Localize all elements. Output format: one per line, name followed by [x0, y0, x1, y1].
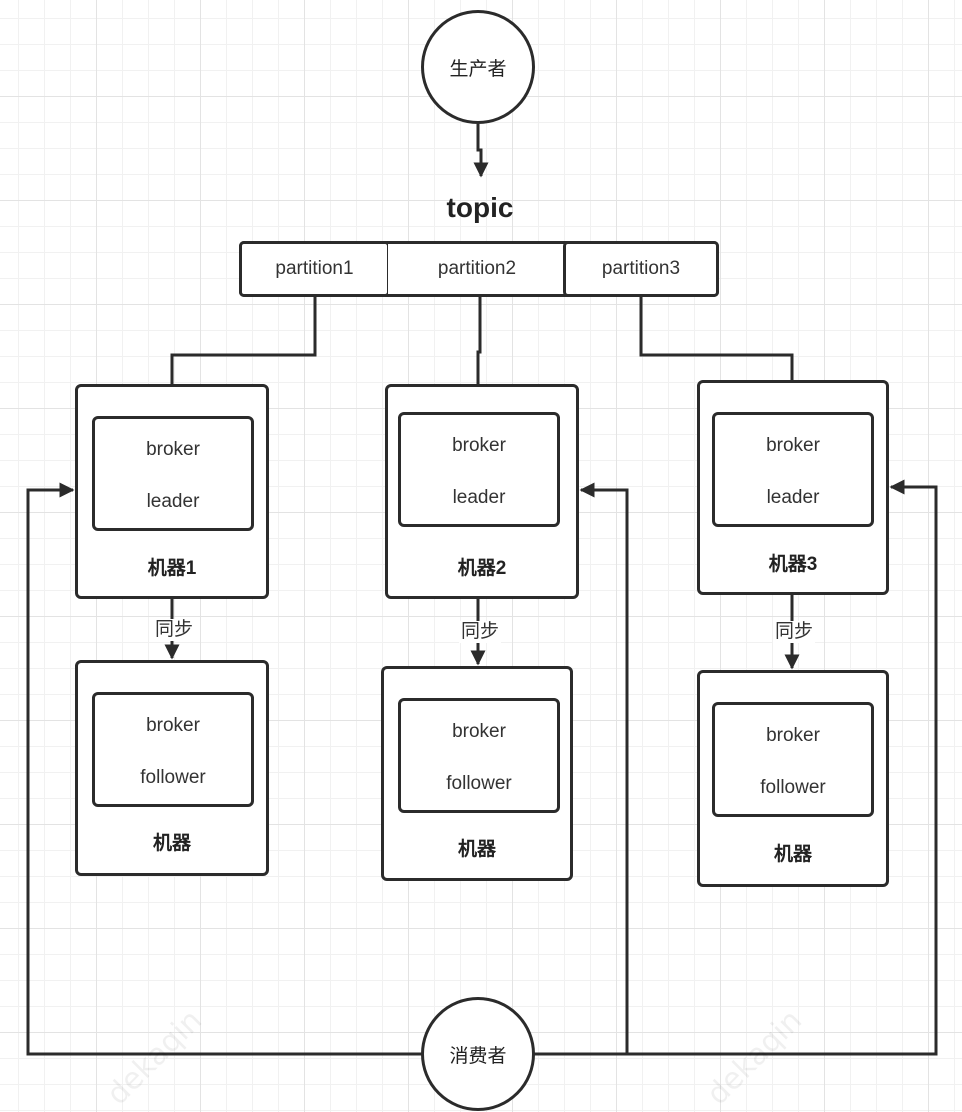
partition2-to-machine2-arrow	[470, 296, 486, 412]
role-text: leader	[146, 491, 200, 512]
topic-title: topic	[446, 192, 514, 223]
broker-text: broker	[766, 435, 820, 456]
broker-follower-1: broker follower	[92, 692, 254, 807]
role-text: follower	[760, 777, 826, 798]
role-text: follower	[140, 767, 206, 788]
machine-3-follower: broker follower 机器	[697, 670, 889, 887]
sync-label-3: 同步	[773, 621, 816, 643]
machine-2-follower: broker follower 机器	[381, 666, 573, 881]
broker-leader-1: broker leader	[92, 416, 254, 531]
producer-to-topic-arrow	[473, 124, 489, 178]
sync-label-2: 同步	[459, 621, 502, 643]
machine-label: 机器	[457, 839, 496, 860]
consumer-node: 消费者	[421, 997, 535, 1111]
consumer-to-machine1-arrow	[26, 482, 422, 1056]
broker-text: broker	[452, 435, 506, 456]
machine-label: 机器	[773, 844, 812, 865]
partition-2-label: partition2	[437, 258, 517, 279]
partition-3: partition3	[563, 241, 719, 297]
partition-1: partition1	[239, 241, 390, 297]
broker-text: broker	[146, 439, 200, 460]
broker-text: broker	[766, 725, 820, 746]
partition-3-label: partition3	[601, 258, 681, 279]
broker-text: broker	[146, 715, 200, 736]
machine-label: 机器	[152, 833, 191, 854]
role-text: leader	[452, 487, 506, 508]
machine-label: 机器3	[768, 554, 818, 575]
broker-follower-2: broker follower	[398, 698, 560, 813]
role-text: leader	[766, 487, 820, 508]
machine-1-leader: broker leader 机器1	[75, 384, 269, 599]
producer-node: 生产者	[421, 10, 535, 124]
partition-1-label: partition1	[275, 258, 354, 279]
machine-3-leader: broker leader 机器3	[697, 380, 889, 595]
consumer-label: 消费者	[449, 1045, 507, 1067]
partition-2: partition2	[388, 241, 566, 297]
consumer-to-machine3-arrow	[534, 479, 938, 1056]
machine-1-follower: broker follower 机器	[75, 660, 269, 876]
broker-leader-3: broker leader	[712, 412, 874, 527]
partition1-to-machine1-arrow	[164, 296, 317, 414]
machine-label: 机器1	[147, 558, 197, 579]
sync-label-1: 同步	[153, 619, 196, 641]
broker-leader-2: broker leader	[398, 412, 560, 527]
broker-text: broker	[452, 721, 506, 742]
role-text: follower	[446, 773, 512, 794]
broker-follower-3: broker follower	[712, 702, 874, 817]
machine-label: 机器2	[457, 558, 507, 579]
machine-2-leader: broker leader 机器2	[385, 384, 579, 599]
producer-label: 生产者	[449, 58, 507, 80]
